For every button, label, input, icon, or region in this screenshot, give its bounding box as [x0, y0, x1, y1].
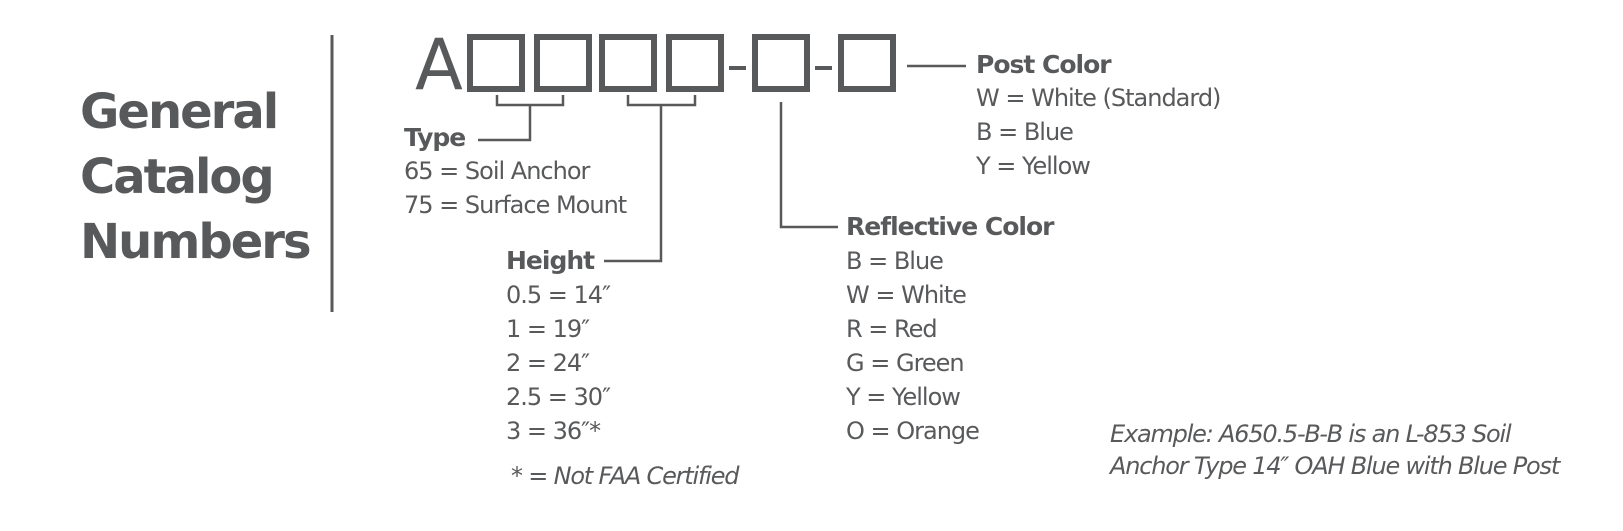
height-digit-box-1 [599, 34, 657, 92]
title-line-1: General [80, 84, 279, 140]
height-option: 2.5 = 30″ [506, 383, 611, 411]
title-line-3: Numbers [80, 214, 312, 270]
reflective-color-connector [779, 102, 838, 229]
reflective-color-box [752, 34, 810, 92]
post-color-option: Y = Yellow [976, 152, 1091, 180]
type-bracket [495, 95, 565, 107]
reflective-color-option: R = Red [846, 315, 938, 343]
reflective-color-option: B = Blue [846, 247, 944, 275]
height-footnote: * = Not FAA Certified [511, 462, 739, 490]
example-text-line-2: Anchor Type 14″ OAH Blue with Blue Post [1110, 452, 1560, 480]
reflective-color-option: G = Green [846, 349, 965, 377]
post-color-label: Post Color [976, 50, 1112, 79]
post-color-option: W = White (Standard) [976, 84, 1221, 112]
height-option: 3 = 36″* [506, 417, 601, 445]
reflective-color-option: Y = Yellow [846, 383, 961, 411]
type-option: 65 = Soil Anchor [404, 157, 590, 185]
type-digit-box-2 [534, 34, 592, 92]
height-label: Height [506, 246, 595, 275]
height-option: 2 = 24″ [506, 349, 590, 377]
height-digit-box-2 [666, 34, 724, 92]
example-text-line-1: Example: A650.5-B-B is an L-853 Soil [1110, 420, 1512, 448]
type-label: Type [404, 123, 466, 152]
reflective-color-option: O = Orange [846, 417, 980, 445]
post-color-box [838, 34, 896, 92]
type-digit-box-1 [467, 34, 525, 92]
catalog-prefix-letter: A [415, 24, 463, 106]
type-option: 75 = Surface Mount [404, 191, 627, 219]
reflective-color-option: W = White [846, 281, 967, 309]
height-option: 1 = 19″ [506, 315, 590, 343]
type-connector [478, 105, 532, 142]
reflective-color-label: Reflective Color [846, 212, 1054, 241]
height-option: 0.5 = 14″ [506, 281, 611, 309]
height-connector [604, 105, 663, 263]
title-line-2: Catalog [80, 149, 275, 205]
post-color-option: B = Blue [976, 118, 1074, 146]
page-title: General Catalog Numbers [80, 80, 312, 275]
height-bracket [626, 95, 697, 107]
